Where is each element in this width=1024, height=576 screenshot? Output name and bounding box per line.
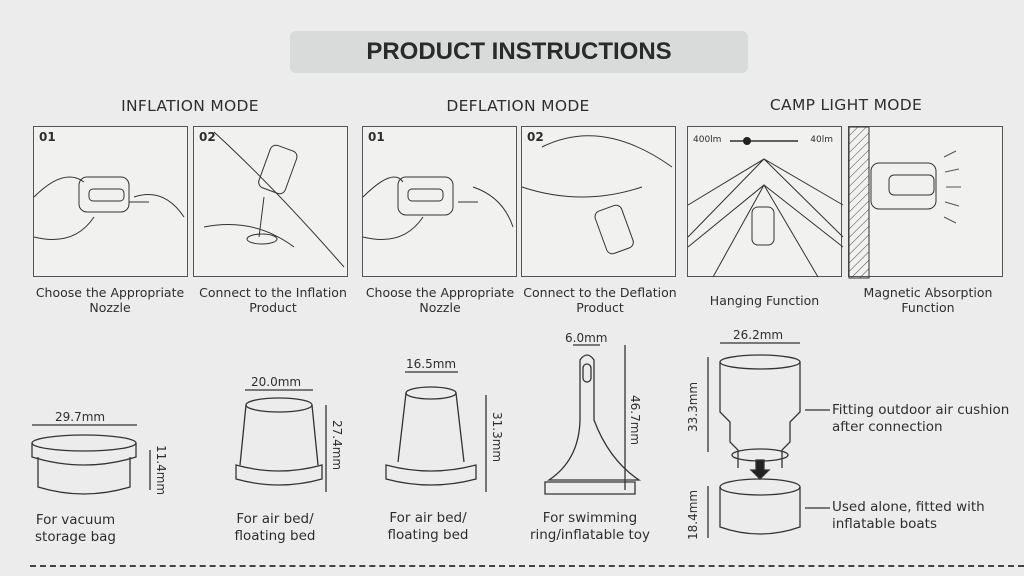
pump-nozzle-illustration	[33, 176, 185, 240]
deflation-step-2-caption: Connect to the Deflation Product	[523, 285, 677, 315]
nozzle-3-use: For air bed/ floating bed	[387, 510, 469, 543]
step-number: 02	[527, 130, 544, 144]
heading-inflation-mode: INFLATION MODE	[121, 97, 259, 115]
nozzle-1-height: 11.4mm	[154, 445, 168, 496]
adapter-drawing	[707, 342, 830, 538]
brightness-min-label: 40lm	[810, 135, 833, 145]
nozzle-2-height: 27.4mm	[330, 420, 344, 471]
adapter-bottom-note: Used alone, fitted with inflatable boats	[832, 499, 985, 532]
magnetic-function-caption: Magnetic Absorption Function	[863, 285, 993, 315]
magnetic-function-panel	[848, 126, 1003, 279]
nozzle-3-width: 16.5mm	[406, 357, 457, 371]
magnetic-wall-illustration	[848, 126, 961, 279]
step-number: 01	[368, 130, 385, 144]
dashed-divider	[30, 565, 1024, 567]
nozzle-3-height: 31.3mm	[490, 412, 504, 463]
nozzle-2-use: For air bed/ floating bed	[234, 511, 316, 544]
nozzle-2-width: 20.0mm	[251, 375, 302, 389]
nozzle-1-use: For vacuum storage bag	[35, 512, 116, 545]
airbed-nozzle-2-drawing	[385, 371, 487, 492]
hanging-lantern-illustration	[687, 137, 844, 278]
swim-ring-nozzle-drawing	[544, 344, 642, 495]
page-title: PRODUCT INSTRUCTIONS	[290, 31, 748, 73]
nozzle-4-height: 46.7mm	[628, 395, 642, 446]
down-arrow-icon	[749, 459, 771, 480]
nozzle-4-width: 6.0mm	[565, 331, 608, 345]
vacuum-nozzle-drawing	[31, 424, 151, 495]
adapter-top-height: 33.3mm	[686, 381, 700, 432]
step-number: 01	[39, 130, 56, 144]
deflation-step-1-caption: Choose the Appropriate Nozzle	[365, 285, 515, 315]
inflation-step-2-panel: 02	[193, 126, 348, 277]
inflation-step-2-caption: Connect to the Inflation Product	[199, 285, 347, 315]
deflation-step-1-panel: 01	[362, 126, 517, 277]
adapter-bottom-height: 18.4mm	[686, 489, 700, 540]
brightness-max-label: 400lm	[693, 135, 722, 145]
inflation-step-1-panel: 01	[33, 126, 188, 277]
inflation-step-1-caption: Choose the Appropriate Nozzle	[35, 285, 185, 315]
hanging-function-caption: Hanging Function	[709, 293, 820, 308]
brightness-slider-knob[interactable]	[743, 137, 751, 145]
heading-deflation-mode: DEFLATION MODE	[446, 97, 590, 115]
deflation-step-2-panel: 02	[521, 126, 676, 277]
nozzle-4-use: For swimming ring/inflatable toy	[529, 510, 651, 543]
pump-nozzle-illustration	[362, 176, 514, 240]
deflate-connect-illustration	[521, 135, 673, 255]
airbed-nozzle-1-drawing	[235, 389, 327, 492]
nozzle-1-width: 29.7mm	[55, 410, 106, 424]
adapter-top-note: Fitting outdoor air cushion after connec…	[832, 402, 1010, 435]
step-number: 02	[199, 130, 216, 144]
adapter-width: 26.2mm	[733, 328, 784, 342]
heading-camp-light-mode: CAMP LIGHT MODE	[769, 96, 923, 114]
hanging-function-panel: 400lm 40lm	[687, 126, 844, 278]
inflate-connect-illustration	[203, 131, 345, 268]
